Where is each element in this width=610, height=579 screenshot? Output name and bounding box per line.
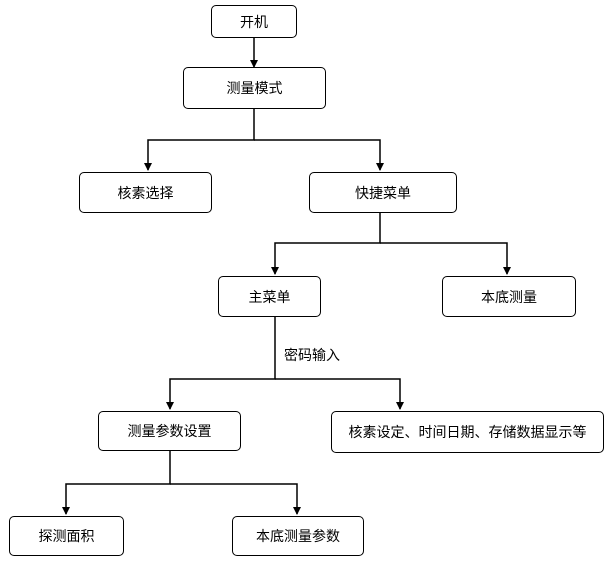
connector-quick-menu-branch — [271, 213, 381, 275]
node-nuclide-select: 核素选择 — [79, 172, 212, 213]
connector-param-settings-to-background-params — [170, 483, 301, 515]
node-background-measure-params: 本底测量参数 — [232, 516, 364, 556]
connector-quick-menu-to-background — [380, 242, 511, 275]
connector-measure-mode-to-quick-menu — [254, 139, 384, 171]
node-measure-param-settings: 测量参数设置 — [98, 411, 241, 451]
node-main-menu: 主菜单 — [218, 276, 321, 317]
connector-main-menu-to-system-settings — [275, 378, 404, 410]
edge-label-password-input: 密码输入 — [284, 348, 340, 364]
node-system-settings: 核素设定、时间日期、存储数据显示等 — [331, 411, 604, 453]
node-power-on: 开机 — [211, 5, 297, 38]
node-quick-menu: 快捷菜单 — [309, 172, 457, 213]
connector-measure-mode-branch — [144, 109, 255, 171]
node-background-measure: 本底测量 — [442, 276, 576, 317]
node-measure-mode: 测量模式 — [183, 67, 326, 109]
node-probe-area: 探测面积 — [9, 516, 124, 556]
connector-main-menu-branch — [166, 317, 276, 410]
connector-param-settings-branch — [62, 451, 171, 515]
